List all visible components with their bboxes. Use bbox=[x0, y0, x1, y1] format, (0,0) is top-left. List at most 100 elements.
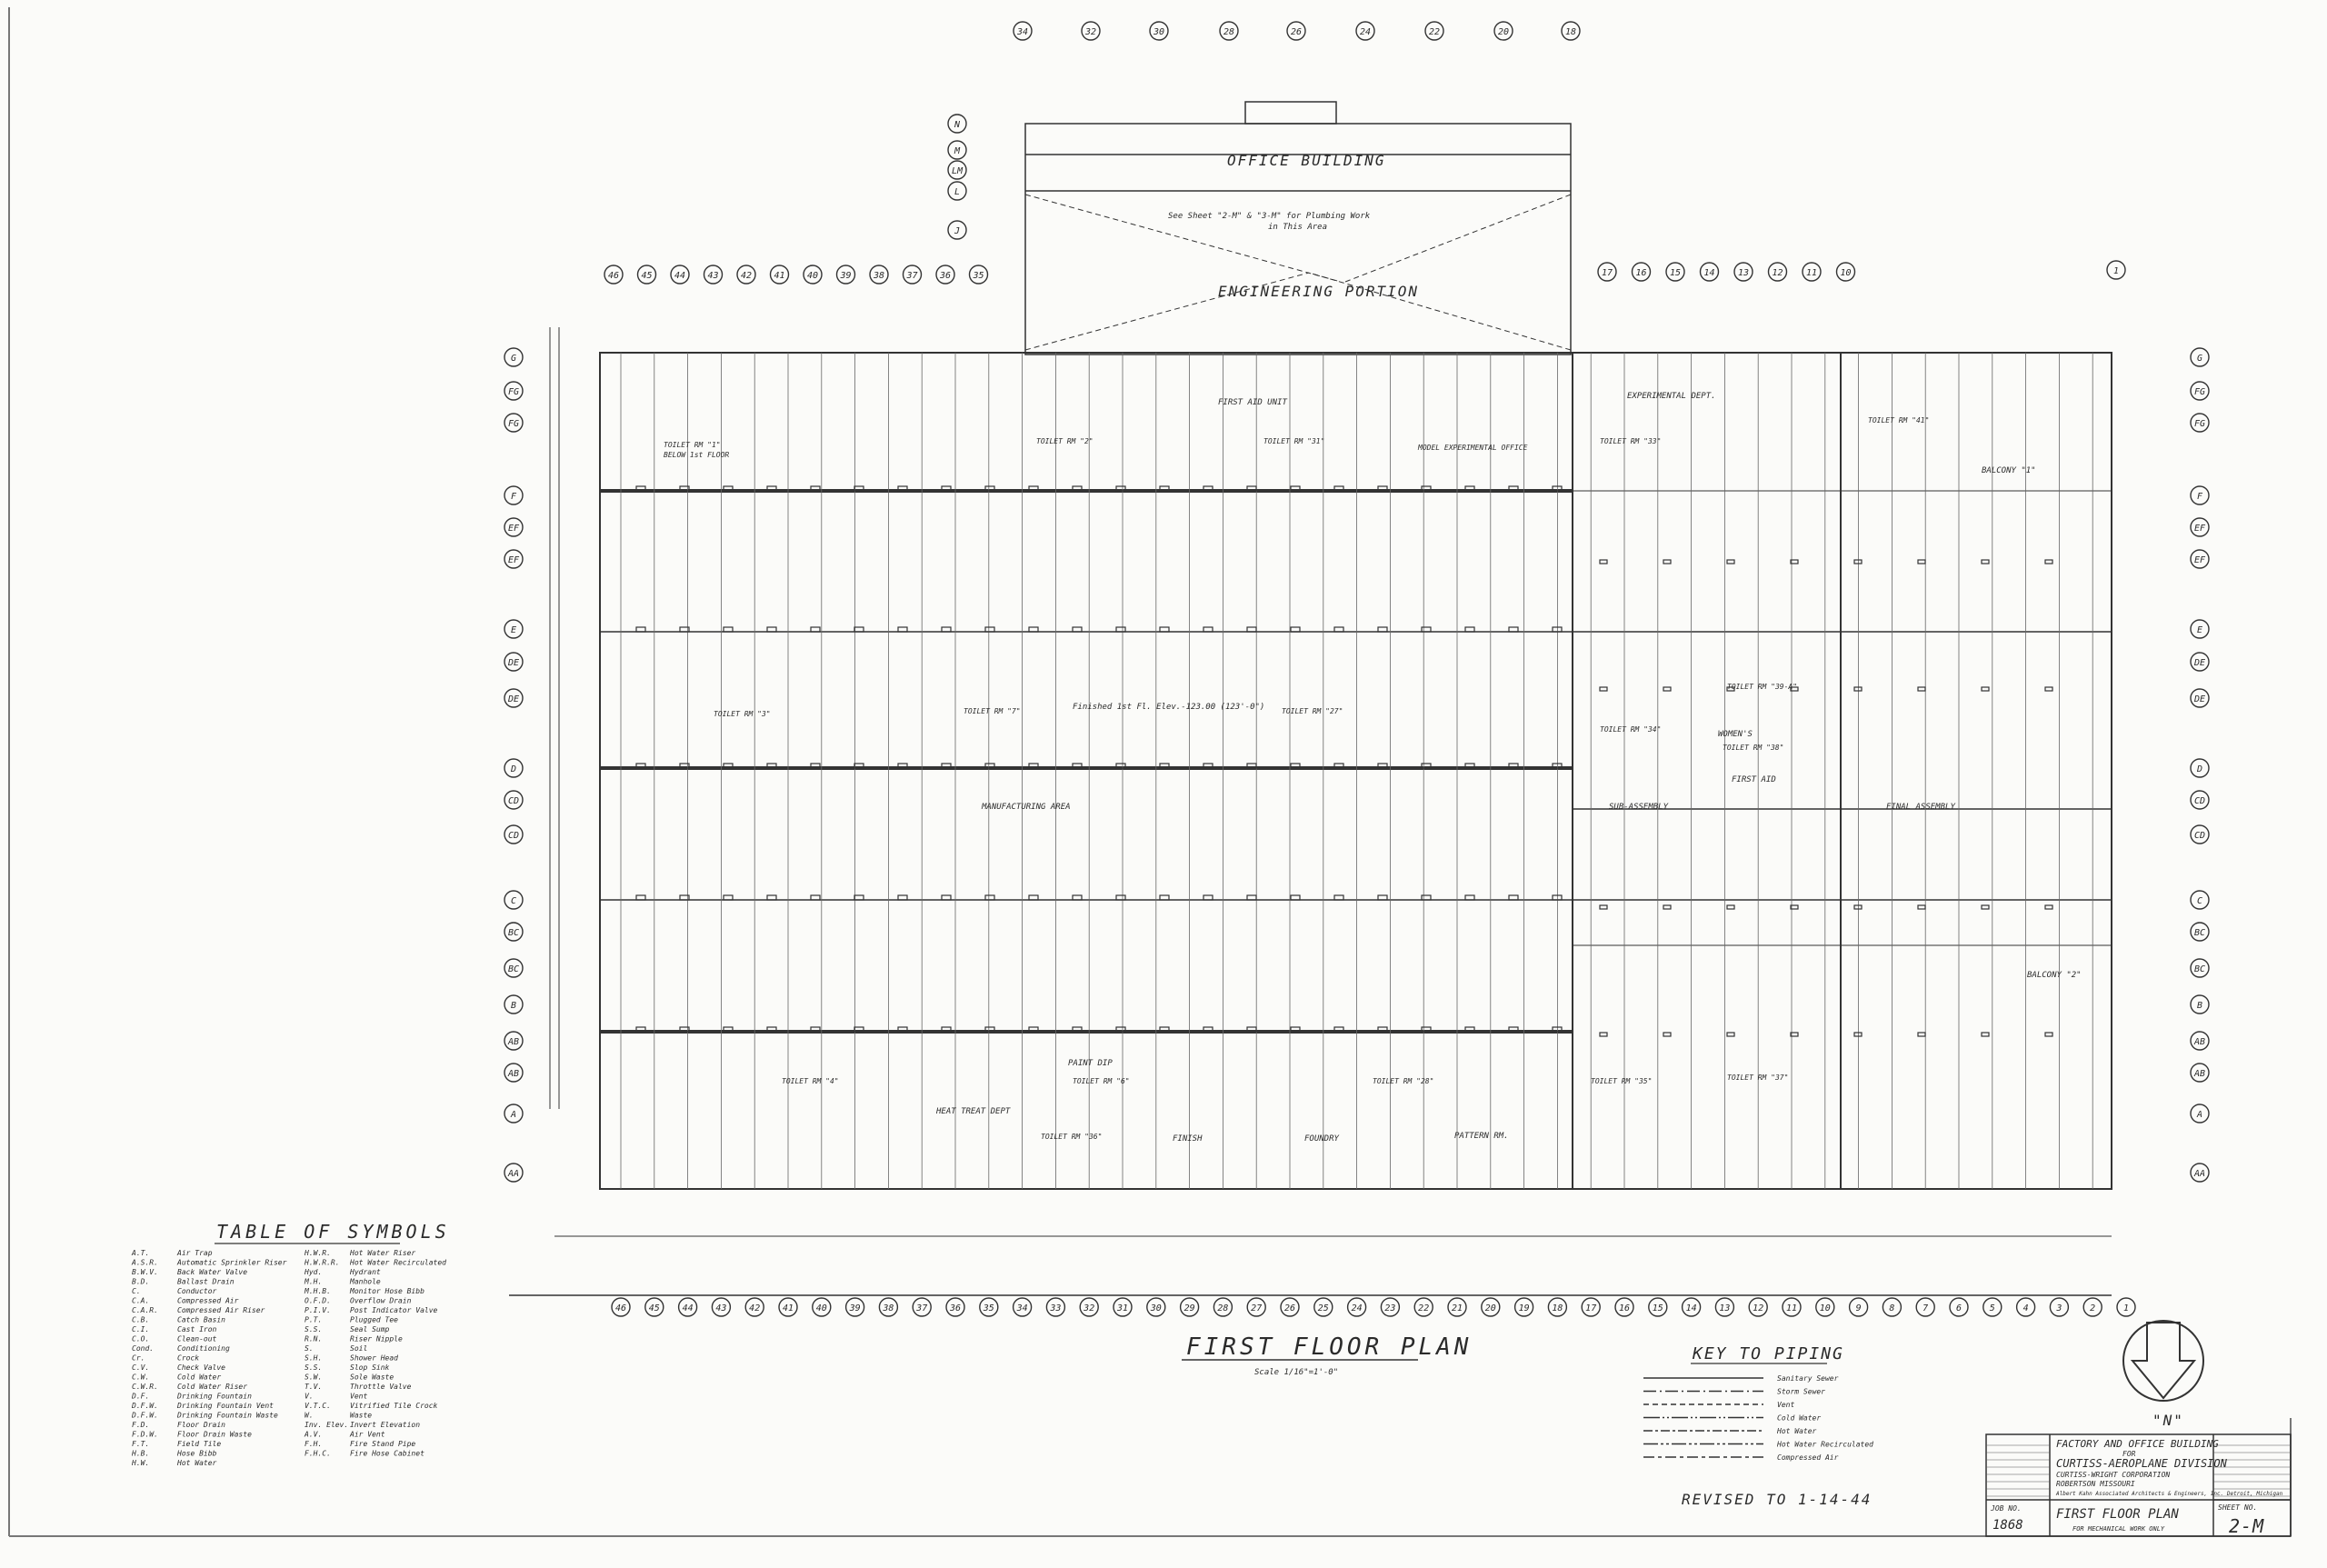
row-bubble-left-12: C bbox=[504, 890, 524, 910]
row-bubble-left-9: D bbox=[504, 758, 524, 778]
column-bubble-bottom-1: 1 bbox=[2116, 1297, 2136, 1317]
fixture-mark bbox=[1115, 763, 1126, 769]
fixture-mark bbox=[766, 626, 777, 633]
row-bubble-right-2: FG bbox=[2190, 413, 2210, 433]
column-bubble-bottom-34: 34 bbox=[1012, 1297, 1033, 1317]
column-bubble-top-28-label: 28 bbox=[1223, 27, 1234, 37]
row-bubble-left-5-label: EF bbox=[508, 555, 520, 565]
row-bubble-right-0: G bbox=[2190, 347, 2210, 367]
symbol-name: Hydrant bbox=[349, 1268, 381, 1276]
row-bubble-right-13-label: BC bbox=[2194, 928, 2205, 938]
symbol-name: Monitor Hose Bibb bbox=[349, 1287, 424, 1295]
row-bubble-right-4: EF bbox=[2190, 517, 2210, 537]
fixture-mark bbox=[1464, 1026, 1475, 1033]
row-bubble-left-8: DE bbox=[504, 688, 524, 708]
symbol-code: F.H. bbox=[305, 1440, 322, 1448]
fixture-mark bbox=[1072, 626, 1083, 633]
fixture-mark bbox=[810, 1026, 821, 1033]
column-bubble-top-14-label: 14 bbox=[1703, 268, 1714, 278]
fixture-mark bbox=[1246, 894, 1257, 901]
column-bubble-top-34: 34 bbox=[1013, 21, 1033, 41]
fixture-mark bbox=[1508, 1026, 1519, 1033]
fixture-mark bbox=[2044, 686, 2053, 692]
column-bubble-bottom-23-label: 23 bbox=[1384, 1303, 1395, 1313]
fixture-mark bbox=[635, 626, 646, 633]
column-bubble-top-35: 35 bbox=[968, 265, 989, 285]
fixture-mark bbox=[1726, 686, 1735, 692]
column-bubble-bottom-21: 21 bbox=[1447, 1297, 1467, 1317]
toilet-rm-1: TOILET RM "1" bbox=[664, 441, 721, 449]
fixture-mark bbox=[1917, 559, 1926, 564]
column-bubble-top-45-label: 45 bbox=[641, 271, 652, 281]
row-bubble-right-8-label: DE bbox=[2193, 694, 2205, 704]
foundry-label: FOUNDRY bbox=[1304, 1134, 1340, 1144]
column-bubble-bottom-28: 28 bbox=[1213, 1297, 1233, 1317]
symbol-code: T.V. bbox=[305, 1383, 322, 1391]
toilet-rm-7: TOILET RM "7" bbox=[964, 707, 1021, 715]
symbol-name: Fire Hose Cabinet bbox=[350, 1450, 424, 1458]
fixture-mark bbox=[1464, 763, 1475, 769]
column-bubble-bottom-4-label: 4 bbox=[2023, 1303, 2029, 1313]
title-line-5: ROBERTSON MISSOURI bbox=[2056, 1480, 2135, 1488]
symbol-code: S.W. bbox=[305, 1373, 322, 1382]
column-bubble-bottom-38-label: 38 bbox=[882, 1303, 894, 1313]
fixture-mark bbox=[984, 894, 995, 901]
symbol-code: B.W.V. bbox=[132, 1268, 158, 1276]
fixture-mark bbox=[941, 763, 952, 769]
fixture-mark bbox=[1917, 904, 1926, 910]
fixture-mark bbox=[854, 1026, 864, 1033]
sheet-subtitle: FOR MECHANICAL WORK ONLY bbox=[2072, 1525, 2165, 1533]
symbol-name: Hose Bibb bbox=[176, 1450, 217, 1458]
row-bubble-right-8: DE bbox=[2190, 688, 2210, 708]
fixture-mark bbox=[1599, 559, 1608, 564]
column-bubble-top-26-label: 26 bbox=[1291, 27, 1302, 37]
fixture-mark bbox=[2044, 1032, 2053, 1037]
symbol-code: S.S. bbox=[305, 1363, 322, 1372]
sheet-number: 2-M bbox=[2229, 1515, 2264, 1537]
row-bubble-right-9-label: D bbox=[2196, 764, 2202, 774]
column-bubble-top-14: 14 bbox=[1699, 262, 1720, 282]
symbol-name: Sole Waste bbox=[350, 1373, 394, 1382]
fixture-mark bbox=[723, 626, 734, 633]
column-bubble-bottom-14-label: 14 bbox=[1686, 1303, 1697, 1313]
fixture-mark bbox=[1115, 894, 1126, 901]
fixture-mark bbox=[1028, 894, 1039, 901]
column-bubble-top-40: 40 bbox=[803, 265, 823, 285]
column-bubble-top-46: 46 bbox=[604, 265, 624, 285]
job-number: 1868 bbox=[1992, 1518, 2023, 1533]
row-bubble-right-15: B bbox=[2190, 994, 2210, 1014]
column-bubble-top-43: 43 bbox=[703, 265, 724, 285]
row-bubble-left-4: EF bbox=[504, 517, 524, 537]
column-bubble-top-39-label: 39 bbox=[839, 271, 851, 281]
symbol-code: M.H.B. bbox=[304, 1287, 331, 1295]
fixture-mark bbox=[766, 1026, 777, 1033]
main-plant-outline bbox=[509, 327, 2112, 1296]
symbol-name: Vitrified Tile Crock bbox=[350, 1402, 438, 1410]
fixture-mark bbox=[1203, 1026, 1213, 1033]
column-bubble-top-10: 10 bbox=[1835, 262, 1856, 282]
symbol-name: Air Trap bbox=[176, 1249, 213, 1257]
fixture-mark bbox=[1917, 686, 1926, 692]
column-bubble-bottom-37-label: 37 bbox=[915, 1303, 927, 1313]
fixture-mark bbox=[1726, 559, 1735, 564]
experimental-dept-label: EXPERIMENTAL DEPT. bbox=[1627, 392, 1716, 401]
model-exp-office-label: MODEL EXPERIMENTAL OFFICE bbox=[1417, 444, 1528, 452]
column-bubble-bottom-26: 26 bbox=[1280, 1297, 1300, 1317]
fixture-mark bbox=[1246, 1026, 1257, 1033]
symbol-name: Post Indicator Valve bbox=[350, 1306, 438, 1314]
fixture-mark bbox=[635, 763, 646, 769]
column-bubble-bottom-33: 33 bbox=[1045, 1297, 1066, 1317]
symbol-code: D.F. bbox=[131, 1393, 149, 1401]
row-bubble-left-16: AB bbox=[504, 1031, 524, 1051]
fixture-mark bbox=[1552, 1026, 1563, 1033]
title-line-3: CURTISS-AEROPLANE DIVISION bbox=[2056, 1457, 2228, 1470]
column-bubble-top-30: 30 bbox=[1149, 21, 1169, 41]
fixture-mark bbox=[679, 626, 690, 633]
fixture-mark bbox=[1508, 485, 1519, 492]
column-bubble-top-17: 17 bbox=[1597, 262, 1617, 282]
fixture-mark bbox=[1159, 1026, 1170, 1033]
fixture-mark bbox=[1464, 485, 1475, 492]
row-bubble-right-1-label: FG bbox=[2194, 387, 2205, 397]
toilet-rm-4: TOILET RM "4" bbox=[782, 1077, 839, 1085]
column-bubble-bottom-3-label: 3 bbox=[2055, 1303, 2062, 1313]
